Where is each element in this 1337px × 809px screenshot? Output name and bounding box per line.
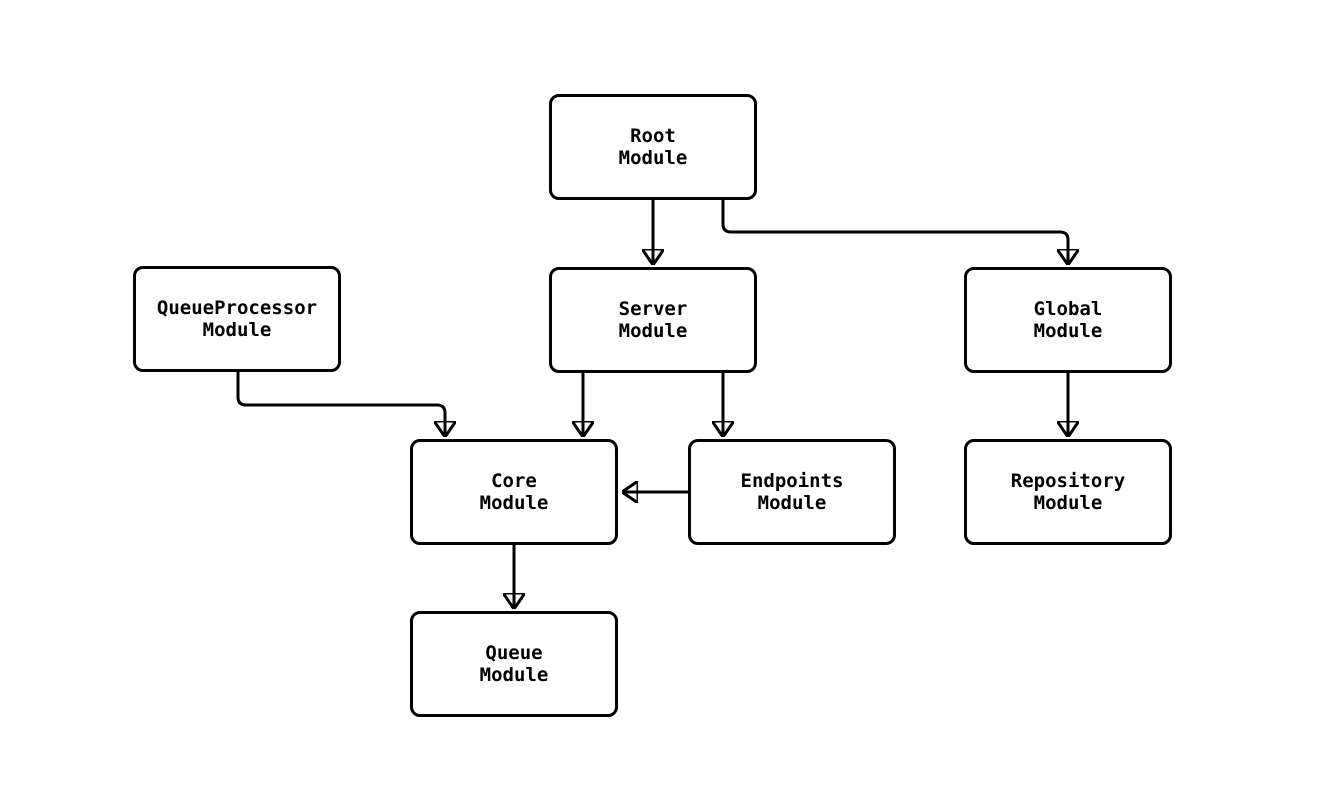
node-repository-module-label: Repository Module: [1010, 470, 1126, 514]
node-queue-module-label: Queue Module: [479, 642, 549, 686]
node-endpoints-module: Endpoints Module: [688, 439, 896, 545]
edge-queueprocessor-to-core: [236, 372, 445, 436]
node-queueprocessor-module-label: QueueProcessor Module: [156, 297, 318, 341]
node-server-module: Server Module: [549, 267, 757, 373]
node-root-module: Root Module: [549, 94, 757, 200]
node-endpoints-module-label: Endpoints Module: [740, 470, 844, 514]
node-core-module-label: Core Module: [479, 470, 549, 514]
node-root-module-label: Root Module: [618, 125, 688, 169]
node-global-module-label: Global Module: [1033, 298, 1103, 342]
node-server-module-label: Server Module: [618, 298, 688, 342]
node-repository-module: Repository Module: [964, 439, 1172, 545]
edge-root-to-global: [721, 199, 1068, 264]
node-queue-module: Queue Module: [410, 611, 618, 717]
node-core-module: Core Module: [410, 439, 618, 545]
node-queueprocessor-module: QueueProcessor Module: [133, 266, 341, 372]
node-global-module: Global Module: [964, 267, 1172, 373]
